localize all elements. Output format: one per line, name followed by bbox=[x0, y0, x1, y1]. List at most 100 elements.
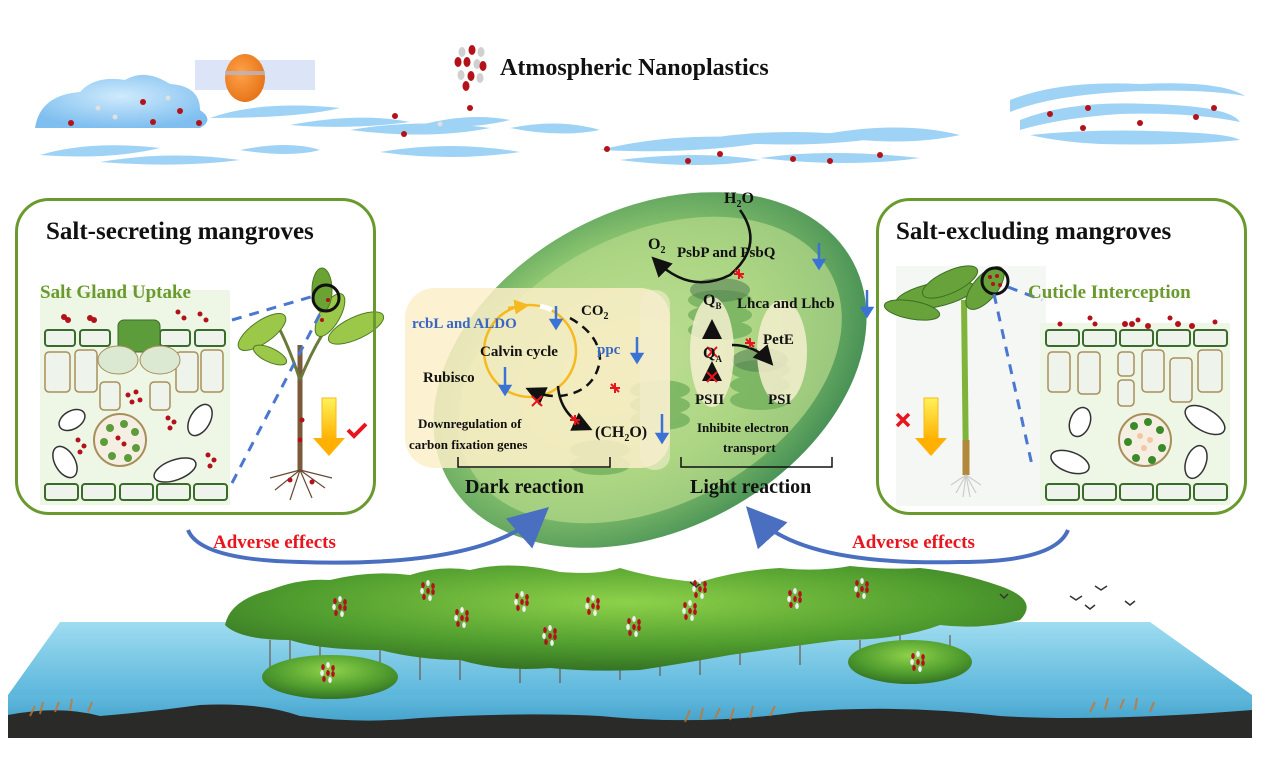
nanoplastic-particle bbox=[637, 619, 641, 625]
calvin-cycle-label: Calvin cycle bbox=[480, 344, 558, 360]
nanoplastic-particle bbox=[637, 625, 641, 631]
nanoplastic-particle bbox=[793, 588, 797, 594]
sky-clouds bbox=[35, 54, 1245, 165]
mangrove-island-right bbox=[848, 640, 972, 684]
nanoplastic-particle bbox=[326, 670, 330, 676]
nanoplastic-legend-icon bbox=[454, 45, 487, 91]
adverse-effect-arrow-right bbox=[745, 506, 1070, 565]
nanoplastic-particle bbox=[855, 580, 859, 586]
nanoplastic-particle bbox=[798, 591, 802, 597]
right-panel-title: Salt-excluding mangroves bbox=[896, 218, 1172, 245]
h2o-text-pre: H bbox=[724, 190, 737, 207]
adverse-effect-arrow-left bbox=[186, 507, 549, 565]
nanoplastic-particle bbox=[596, 598, 600, 604]
nanoplastic-particle bbox=[627, 618, 631, 624]
nanoplastic-particle bbox=[862, 593, 866, 599]
light-reaction-bracket bbox=[680, 457, 833, 468]
seagrass bbox=[29, 697, 1155, 723]
ch2o-text-post: O) bbox=[629, 424, 648, 441]
nanoplastic-particle bbox=[585, 603, 589, 609]
nanoplastic-particle bbox=[587, 609, 591, 615]
nanoplastic-particle bbox=[321, 664, 325, 670]
nanoplastic-particle bbox=[688, 600, 692, 606]
mangrove-forest-main bbox=[225, 565, 1027, 671]
nanoplastic-cluster bbox=[514, 591, 529, 612]
nanoplastic-particle bbox=[522, 606, 526, 612]
gene-lhca-lhcb: Lhca and Lhcb bbox=[737, 296, 835, 312]
nanoplastic-particle bbox=[460, 607, 464, 613]
nanoplastic-cluster bbox=[320, 662, 335, 683]
nanoplastic-particle bbox=[431, 583, 435, 589]
light-reaction-note-1: Inhibite electron bbox=[697, 420, 789, 435]
nanoplastic-particle bbox=[422, 594, 426, 600]
nanoplastic-particle bbox=[426, 580, 430, 586]
nanoplastic-particle bbox=[514, 599, 518, 605]
salt-secreting-plant bbox=[230, 267, 385, 501]
nanoplastic-particle bbox=[916, 651, 920, 657]
nanoplastic-particle bbox=[683, 602, 687, 608]
nanoplastic-particle bbox=[420, 588, 424, 594]
gene-rubisco: Rubisco bbox=[423, 370, 475, 386]
ch2o-pathway-arrow bbox=[556, 385, 593, 431]
nanoplastic-particle bbox=[918, 666, 922, 672]
nanoplastic-cluster bbox=[585, 595, 600, 616]
salt-secreting-leaf-cross-section bbox=[40, 290, 230, 505]
nanoplastic-particle bbox=[916, 659, 920, 665]
nanoplastic-particle bbox=[700, 593, 704, 599]
ch2o-product-label: (CH2O) bbox=[595, 424, 647, 444]
nanoplastic-particle bbox=[322, 676, 326, 682]
nanoplastic-particle bbox=[795, 603, 799, 609]
psii-label: PSII bbox=[695, 392, 725, 408]
nanoplastic-particle bbox=[787, 596, 791, 602]
nanoplastic-particle bbox=[548, 625, 552, 631]
nanoplastic-particle bbox=[516, 605, 520, 611]
nanoplastic-particle bbox=[343, 605, 347, 611]
qb-text: Q bbox=[703, 292, 716, 309]
plant-roots-right bbox=[950, 474, 982, 498]
nanoplastic-particle bbox=[520, 599, 524, 605]
nanoplastic-particle bbox=[688, 608, 692, 614]
nanoplastic-particle bbox=[591, 603, 595, 609]
nanoplastic-particle bbox=[431, 589, 435, 595]
nanoplastic-particle bbox=[326, 662, 330, 668]
nanoplastic-particle bbox=[332, 604, 336, 610]
nanoplastic-particle bbox=[698, 586, 702, 592]
nanoplastic-particle bbox=[682, 608, 686, 614]
nanoplastic-particle bbox=[421, 582, 425, 588]
nanoplastic-particle bbox=[854, 586, 858, 592]
psi-complex bbox=[757, 300, 807, 404]
nanoplastic-particle bbox=[455, 609, 459, 615]
gene-ppc: ppc bbox=[597, 342, 621, 358]
downregulation-arrows bbox=[497, 243, 875, 445]
nanoplastic-particle bbox=[550, 640, 554, 646]
nanoplastic-particle bbox=[634, 631, 638, 637]
nanoplastic-cluster bbox=[682, 600, 697, 621]
qb-subscript: B bbox=[715, 301, 722, 312]
nanoplastic-particle bbox=[798, 597, 802, 603]
dark-reaction-panel bbox=[405, 288, 670, 468]
nanoplastic-particle bbox=[525, 600, 529, 606]
nanoplastic-cluster bbox=[692, 578, 707, 599]
nanoplastic-particle bbox=[593, 610, 597, 616]
nanoplastic-particle bbox=[865, 581, 869, 587]
down-arrow-rubisco bbox=[497, 367, 513, 397]
nanoplastic-particle bbox=[544, 639, 548, 645]
nanoplastic-particle bbox=[586, 597, 590, 603]
down-arrow-lhca bbox=[859, 290, 875, 319]
nanoplastic-particle bbox=[865, 587, 869, 593]
dark-reaction-title: Dark reaction bbox=[465, 476, 585, 498]
down-arrow-rcbl bbox=[548, 306, 564, 331]
leaf-zoom-circle-left bbox=[311, 283, 341, 313]
ppc-pathway-arrow bbox=[525, 316, 602, 406]
nanoplastic-particle bbox=[693, 603, 697, 609]
nanoplastic-particle bbox=[548, 633, 552, 639]
nanoplastic-particle bbox=[543, 627, 547, 633]
nanoplastic-particle bbox=[343, 599, 347, 605]
transport-arrow-left bbox=[313, 397, 345, 456]
h2o-text-post: O bbox=[741, 190, 754, 207]
salt-excluding-plant bbox=[883, 265, 1046, 506]
cloud-left bbox=[35, 74, 208, 128]
pete-arrow bbox=[731, 343, 774, 366]
nanoplastic-cluster bbox=[854, 578, 869, 599]
